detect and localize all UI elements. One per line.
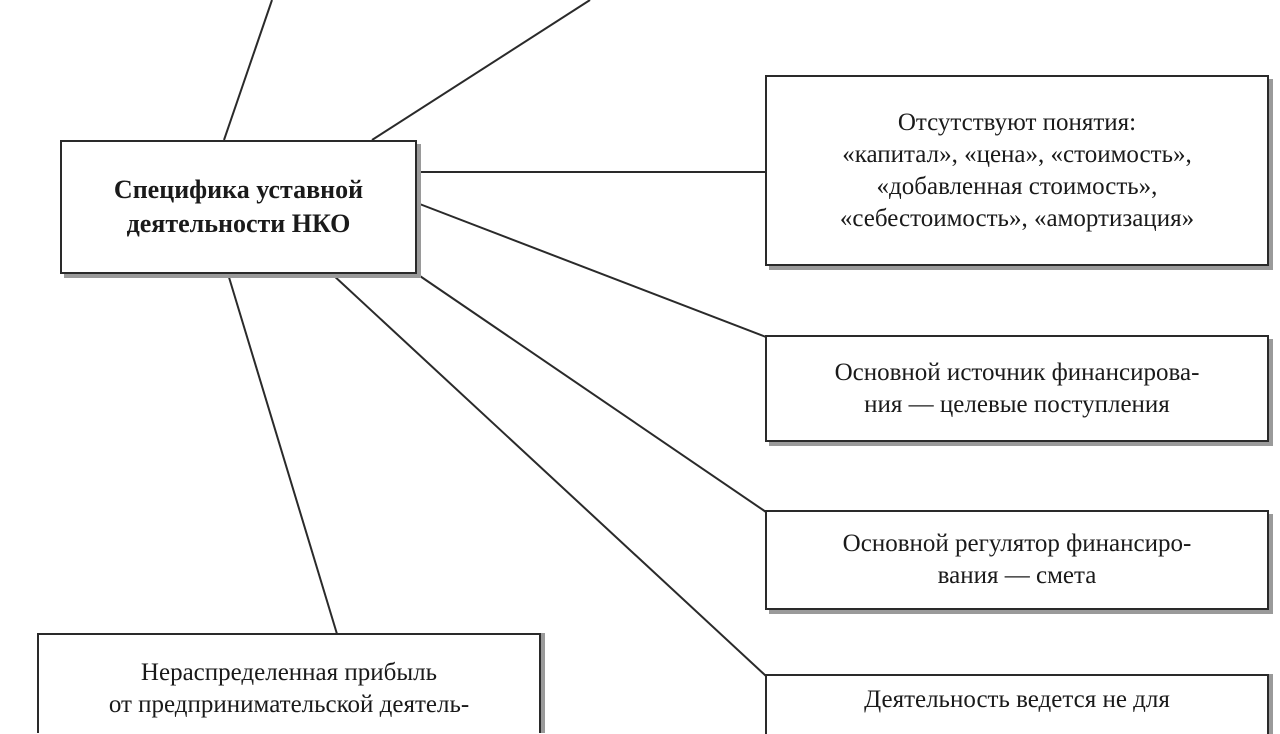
- center-node: Специфика уставной деятельности НКО: [60, 140, 417, 274]
- connector-funding-regulator: [416, 273, 767, 513]
- funding-regulator-box: Основной регулятор финансиро- вания — см…: [765, 510, 1269, 610]
- funding-source-box: Основной источник финансирова- ния — цел…: [765, 335, 1269, 442]
- activity-box: Деятельность ведется не для: [765, 674, 1269, 734]
- connector-profit: [227, 273, 338, 635]
- connector-top-left: [223, 0, 273, 141]
- connector-activity: [331, 273, 767, 677]
- concepts-box: Отсутствуют понятия: «капитал», «цена», …: [765, 75, 1269, 266]
- profit-box: Нераспределенная прибыль от предпринимат…: [37, 633, 541, 733]
- connector-funding-source: [416, 202, 767, 338]
- connector-top-right: [371, 0, 591, 141]
